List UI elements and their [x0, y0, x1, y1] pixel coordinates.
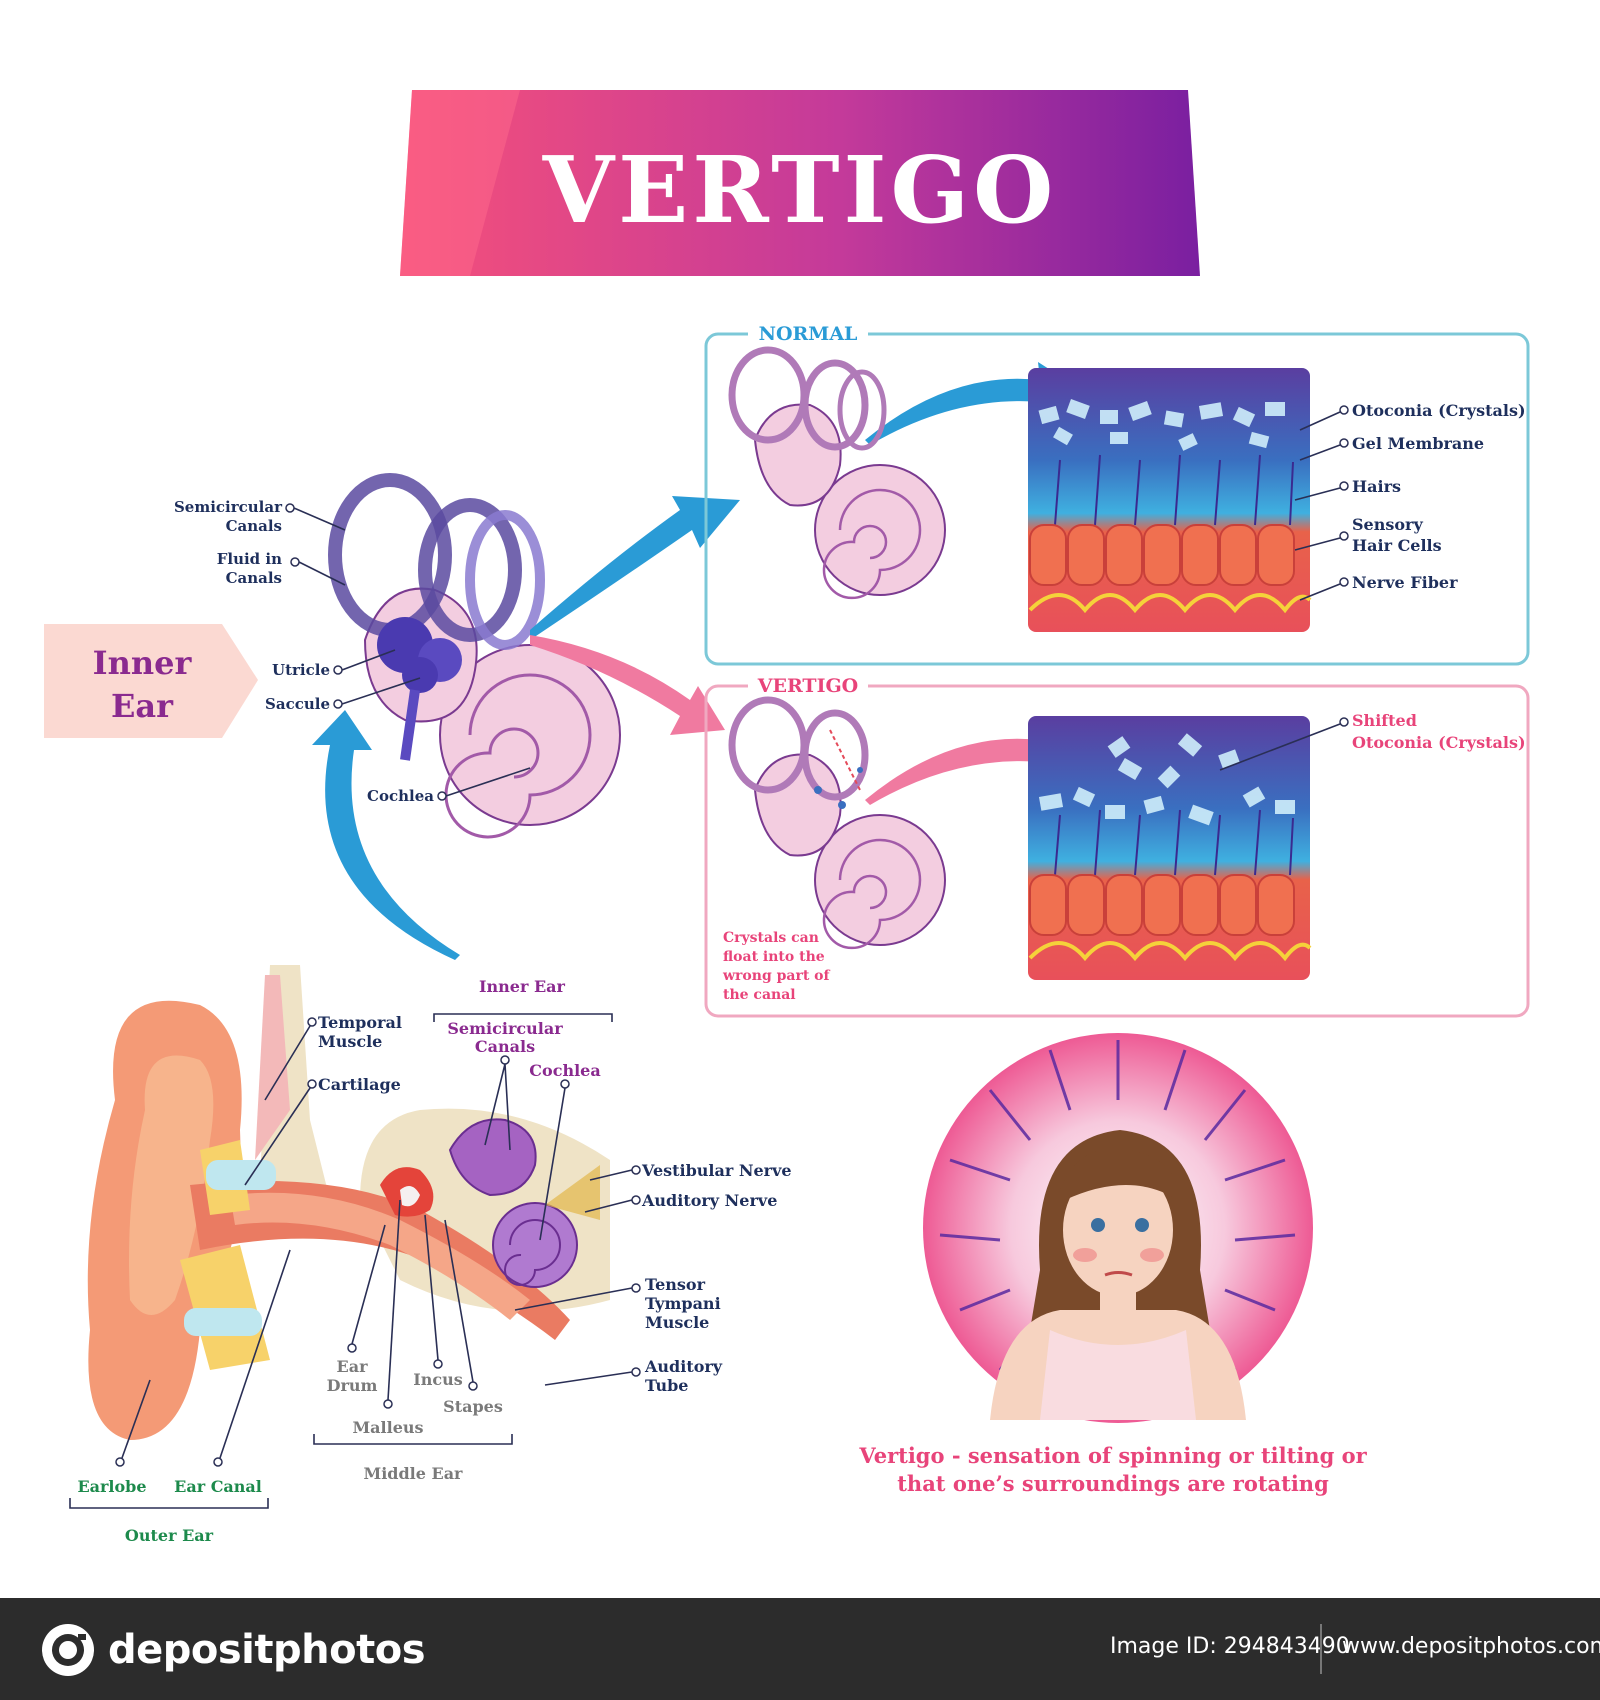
label-sensory-1: Sensory [1352, 515, 1423, 534]
normal-panel: NORMAL [704, 320, 1530, 666]
label-cartilage: Cartilage [318, 1075, 401, 1094]
label-tensor-2: Tympani [645, 1294, 721, 1313]
site-url[interactable]: www.depositphotos.com [1342, 1634, 1600, 1659]
caption-line1: Vertigo - sensation of spinning or tilti… [858, 1443, 1367, 1468]
label-fluid-1: Fluid in [217, 550, 282, 568]
label-otoconia: Otoconia (Crystals) [1352, 401, 1526, 420]
label-cochlea: Cochlea [367, 787, 434, 805]
label-semicircular-1: Semicircular [447, 1019, 563, 1038]
ear-labels: Temporal Muscle Cartilage Inner Ear Semi… [69, 977, 792, 1545]
page-title: VERTIGO [542, 136, 1058, 244]
label-fluid-2: Canals [226, 569, 282, 587]
image-id: Image ID: 294843490 [1110, 1634, 1350, 1659]
label-semicircular-canals-2: Canals [226, 517, 282, 535]
ear-cross-section [87, 965, 610, 1440]
inner-ear-tag: Inner Ear [44, 624, 258, 738]
brand-logo[interactable]: depositphotos [40, 1620, 426, 1680]
label-hairs: Hairs [1352, 477, 1401, 496]
label-saccule: Saccule [265, 695, 330, 713]
vertigo-note-line3: wrong part of [722, 968, 831, 984]
label-utricle: Utricle [272, 661, 330, 679]
title-banner: VERTIGO [400, 90, 1200, 276]
footer-bar: depositphotos Image ID: 294843490 www.de… [0, 1598, 1600, 1700]
vertigo-note-line2: float into the [723, 949, 825, 965]
dizzy-person-illustration [923, 1033, 1313, 1423]
label-outer-ear: Outer Ear [125, 1526, 214, 1545]
label-semicircular-2: Canals [475, 1037, 535, 1056]
label-stapes: Stapes [443, 1397, 503, 1416]
label-ear-drum-1: Ear [337, 1357, 369, 1376]
caption-line2: that one’s surroundings are rotating [897, 1471, 1329, 1496]
inner-ear-tag-line1: Inner [93, 644, 193, 682]
label-vestibular-nerve: Vestibular Nerve [641, 1161, 792, 1180]
label-earlobe: Earlobe [77, 1477, 146, 1496]
label-malleus: Malleus [352, 1418, 423, 1437]
label-tensor-3: Muscle [645, 1313, 709, 1332]
label-incus: Incus [413, 1370, 463, 1389]
label-auditory-tube-1: Auditory [644, 1357, 723, 1376]
label-shifted-1: Shifted [1352, 711, 1417, 730]
label-sensory-2: Hair Cells [1352, 536, 1442, 555]
vertigo-cell-diagram [1028, 716, 1312, 980]
label-auditory-tube-2: Tube [645, 1376, 688, 1395]
label-tensor-1: Tensor [645, 1275, 706, 1294]
vertigo-note-line4: the canal [723, 987, 796, 1003]
label-gel-membrane: Gel Membrane [1352, 434, 1484, 453]
vertigo-panel: VERTIGO Crystals can float into the wron… [704, 672, 1530, 1018]
brand-name: depositphotos [108, 1627, 426, 1673]
label-ear-drum-2: Drum [327, 1376, 378, 1395]
label-auditory-nerve: Auditory Nerve [641, 1191, 777, 1210]
inner-ear-illustration [328, 473, 621, 839]
vertigo-panel-heading: VERTIGO [757, 675, 858, 697]
vertigo-ear-small [728, 696, 946, 950]
label-nerve-fiber: Nerve Fiber [1352, 573, 1458, 592]
normal-ear-small [728, 346, 946, 600]
camera-icon [42, 1624, 94, 1676]
inner-ear-tag-line2: Ear [111, 687, 174, 725]
label-semicircular-canals-1: Semicircular [174, 498, 283, 516]
label-middle-ear: Middle Ear [364, 1464, 464, 1483]
inner-ear-labels: Semicircular Canals Fluid in Canals Utri… [174, 498, 531, 805]
normal-panel-heading: NORMAL [759, 323, 858, 345]
vertigo-note-line1: Crystals can [723, 930, 819, 946]
normal-cell-diagram [1028, 368, 1312, 632]
label-shifted-2: Otoconia (Crystals) [1352, 733, 1526, 752]
footer-divider [1320, 1624, 1322, 1674]
label-temporal-1: Temporal [318, 1013, 402, 1032]
label-ear-canal: Ear Canal [174, 1477, 262, 1496]
label-cochlea-ear: Cochlea [529, 1061, 600, 1080]
label-temporal-2: Muscle [318, 1032, 382, 1051]
label-inner-ear: Inner Ear [479, 977, 565, 996]
